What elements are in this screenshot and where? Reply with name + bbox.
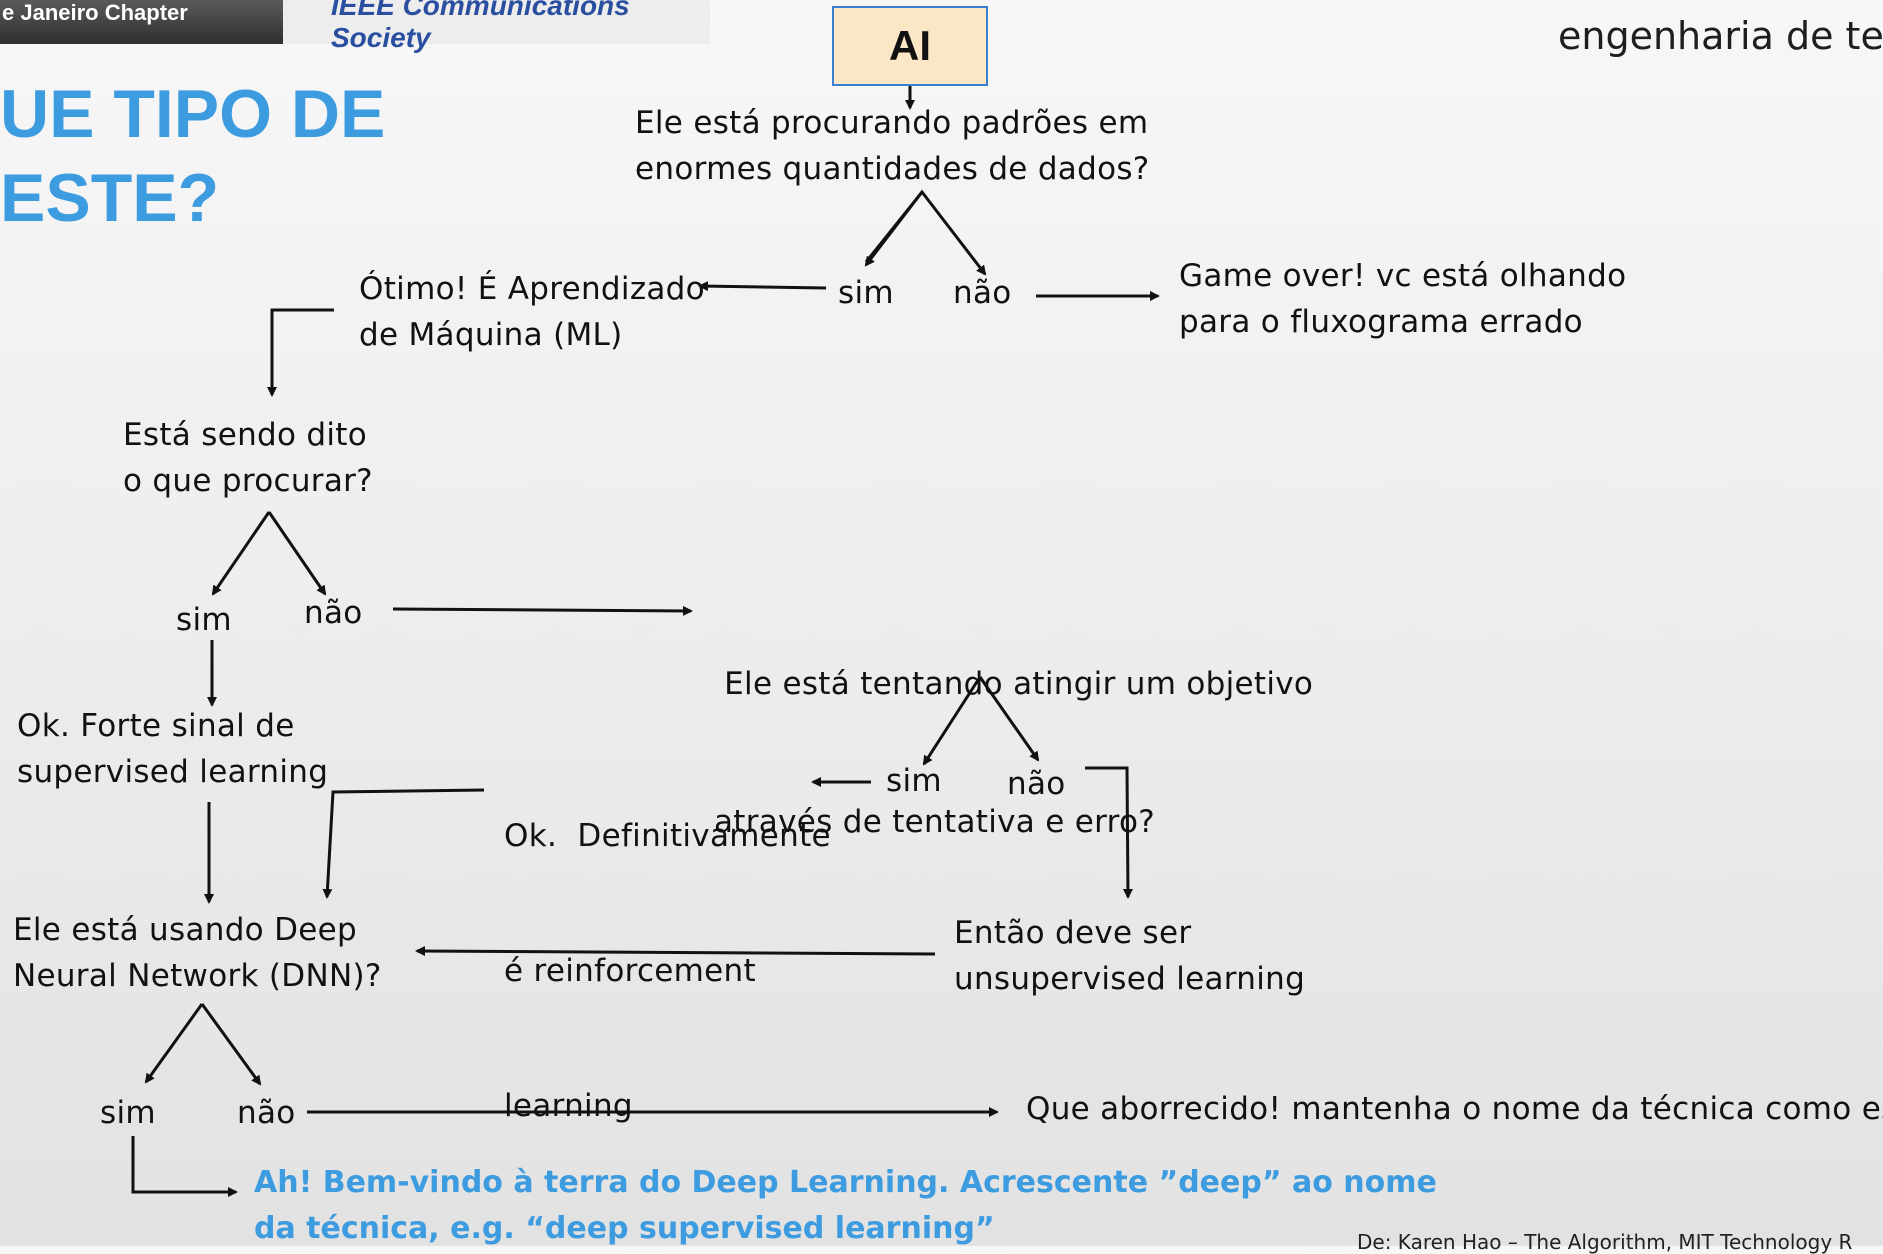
question-patterns-line1: Ele está procurando padrões em [635, 105, 1149, 141]
branch-dnn-nao: não [237, 1095, 296, 1131]
node-deep-learning: Ah! Bem-vindo à terra do Deep Learning. … [254, 1160, 1437, 1252]
slide-title-line1: UE TIPO DE [0, 76, 386, 152]
question-told-line2: o que procurar? [123, 463, 373, 499]
question-dnn-line2: Neural Network (DNN)? [13, 958, 382, 994]
node-reinforcement: Ok. Definitivamente é reinforcement lear… [504, 724, 831, 1174]
node-reinforcement-line2: é reinforcement [504, 953, 756, 989]
connector-reinforcement-to-dnn [322, 788, 485, 899]
branch-dnn-sim: sim [100, 1095, 156, 1131]
ai-label: AI [889, 22, 931, 69]
fork-trial-right [978, 676, 1040, 762]
branch-trial-nao: não [1007, 766, 1066, 802]
connector-nao-to-trial [392, 605, 693, 616]
question-trial: Ele está tentando atingir um objetivo at… [714, 569, 1313, 891]
node-unsupervised-line2: unsupervised learning [954, 961, 1306, 997]
question-patterns: Ele está procurando padrões em enormes q… [635, 100, 1150, 192]
connector-unsupervised-to-dnn [415, 946, 936, 957]
connector-ml-to-told [267, 308, 334, 397]
branch-patterns-nao: não [953, 275, 1012, 311]
node-reinforcement-line3: learning [504, 1088, 633, 1124]
fork-dnn-left [144, 1003, 204, 1084]
node-game-over-line1: Game over! vc está olhando [1179, 258, 1627, 294]
slide-title-line2: ESTE? [0, 160, 220, 236]
connector-sim-to-deep [131, 1136, 238, 1197]
question-told: Está sendo dito o que procurar? [123, 412, 373, 504]
node-reinforcement-line1: Ok. Definitivamente [504, 818, 831, 854]
branch-told-nao: não [304, 595, 363, 631]
chapter-logo: e Janeiro Chapter [0, 0, 283, 44]
question-trial-line1: Ele está tentando atingir um objetivo [714, 666, 1314, 702]
fork-trial-left [922, 676, 982, 766]
fork-told-left [211, 511, 271, 596]
right-logo-text: engenharia de telem [1558, 14, 1883, 58]
node-boring: Que aborrecido! mantenha o nome da técni… [1026, 1091, 1883, 1127]
branch-patterns-sim: sim [838, 275, 894, 311]
question-dnn-line1: Ele está usando Deep [13, 912, 357, 948]
branch-trial-sim: sim [886, 763, 942, 799]
fork-dnn-right [200, 1003, 262, 1086]
source-credit: De: Karen Hao – The Algorithm, MIT Techn… [1357, 1230, 1853, 1254]
node-supervised-line1: Ok. Forte sinal de [17, 708, 295, 744]
node-ml-line1: Ótimo! É Aprendizado [359, 271, 705, 307]
node-game-over-line2: para o fluxograma errado [1179, 304, 1583, 340]
branch-told-sim: sim [176, 602, 232, 638]
ai-box: AI [832, 6, 988, 86]
question-dnn: Ele está usando Deep Neural Network (DNN… [13, 907, 382, 999]
node-unsupervised-line1: Então deve ser [954, 915, 1192, 951]
node-deep-learning-line1: Ah! Bem-vindo à terra do Deep Learning. … [254, 1165, 1437, 1200]
node-unsupervised: Então deve ser unsupervised learning [954, 910, 1305, 1002]
question-told-line1: Está sendo dito [123, 417, 368, 453]
question-patterns-line2: enormes quantidades de dados? [635, 151, 1150, 187]
node-supervised-line2: supervised learning [17, 754, 329, 790]
society-label: IEEE Communications Society [331, 0, 630, 53]
chapter-label: e Janeiro Chapter [2, 0, 188, 25]
fork-patterns [864, 189, 987, 276]
ieee-comsoc-logo: IEEE Communications Society [283, 0, 710, 53]
node-ml: Ótimo! É Aprendizado de Máquina (ML) [359, 266, 705, 358]
connector-sim-to-ml [698, 281, 827, 292]
fork-patterns-left [864, 191, 924, 267]
right-logo: engenharia de telem [1558, 14, 1883, 58]
fork-told-right [267, 511, 327, 596]
node-deep-learning-line2: da técnica, e.g. “deep supervised learni… [254, 1211, 995, 1246]
node-supervised: Ok. Forte sinal de supervised learning [17, 703, 328, 795]
node-game-over: Game over! vc está olhando para o fluxog… [1179, 253, 1626, 345]
connector-nao-to-unsupervised [1085, 766, 1133, 899]
node-ml-line2: de Máquina (ML) [359, 317, 623, 353]
question-trial-line2: através de tentativa e erro? [714, 804, 1155, 840]
